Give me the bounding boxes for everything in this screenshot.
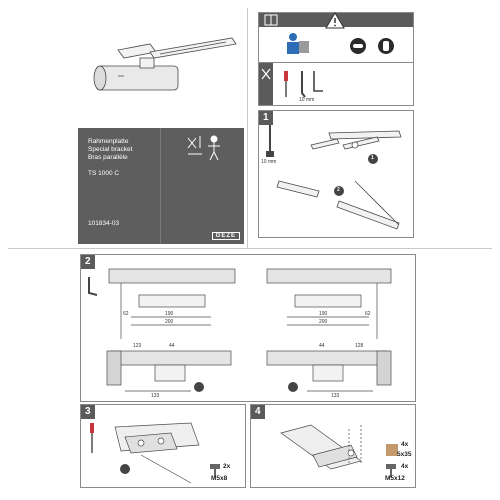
- model-label: TS 1000 C: [88, 170, 120, 177]
- installer-icon: [287, 33, 309, 54]
- left-dim-123: 123: [133, 343, 142, 349]
- step4-number: 4: [251, 405, 265, 419]
- tools-panel: 10 mm: [258, 62, 414, 106]
- step3-bracket-mount-drawing: [114, 422, 200, 484]
- step1-size-label: 10 mm: [261, 159, 277, 165]
- page-divider-horizontal: [8, 248, 492, 249]
- tools-size-label: 10 mm: [299, 97, 315, 103]
- left-dim-62: 62: [123, 311, 129, 317]
- hex-key-small-icon: [88, 277, 98, 296]
- warning-icon: [325, 12, 345, 29]
- doc-number: 101834-03: [88, 220, 120, 227]
- left-dim-190: 190: [165, 311, 174, 317]
- right-dim-44: 44: [319, 343, 325, 349]
- brand-logo: GEZE: [211, 232, 240, 240]
- tools-icon: [261, 68, 271, 80]
- safety-panel: [258, 12, 414, 64]
- left-dim-200: 200: [165, 319, 174, 325]
- right-dim-200: 200: [319, 319, 328, 325]
- step3-panel: 3 2x M5x8: [80, 404, 246, 488]
- gloves-icon: [378, 38, 394, 54]
- left-dim-133: 133: [151, 393, 160, 399]
- callout-1: 1: [371, 155, 374, 161]
- step2-panel: 2 62 190 200 12: [80, 254, 416, 402]
- step4-panel: 4 4x 5x35 4x M5x12: [250, 404, 416, 488]
- step3-number: 3: [81, 405, 95, 419]
- step4-closer-mount-drawing: [280, 424, 362, 470]
- title-en: Special bracket: [88, 146, 133, 153]
- screw-m5x8-icon: [210, 464, 220, 477]
- step2-template-drawings: [106, 268, 392, 392]
- step4-screw-a: 5x35: [397, 451, 412, 458]
- step3-screw: M5x8: [211, 475, 228, 482]
- cover-info-box: Rahmenplatte Special bracket Bras parall…: [78, 128, 244, 244]
- hex-key-icon: [313, 71, 323, 92]
- step4-screw-b: M5x12: [385, 475, 405, 482]
- step3-qty: 2x: [223, 463, 231, 470]
- right-dim-128: 128: [355, 343, 364, 349]
- title-fr: Bras parallèle: [88, 154, 128, 161]
- step1-arm-disassembly-drawing: [276, 130, 402, 230]
- tools-person-icon: [187, 135, 220, 161]
- step2-number: 2: [81, 255, 95, 269]
- screwdriver-icon: [284, 71, 288, 97]
- screw-m5x12-icon: [386, 464, 396, 477]
- right-dim-62: 62: [365, 311, 371, 317]
- eye-protection-icon: [350, 38, 366, 54]
- socket-wrench-icon: [266, 125, 274, 157]
- title-de: Rahmenplatte: [88, 138, 129, 145]
- right-dim-190: 190: [319, 311, 328, 317]
- screw-5x35-icon: [386, 444, 398, 456]
- left-dim-44: 44: [169, 343, 175, 349]
- cover-divider: [160, 128, 161, 244]
- step1-panel: 1 10 mm 1 2: [258, 110, 414, 238]
- callout-2: 2: [337, 187, 340, 193]
- step4-qty-a: 4x: [401, 441, 409, 448]
- right-dim-133: 133: [331, 393, 340, 399]
- tools-header-bar: [259, 63, 273, 105]
- step4-qty-b: 4x: [401, 463, 409, 470]
- page-divider-vertical: [247, 8, 248, 248]
- wrench-icon: [301, 71, 306, 98]
- screwdriver-red-icon: [90, 423, 94, 453]
- step1-number: 1: [259, 111, 273, 125]
- manual-icon: [264, 14, 278, 26]
